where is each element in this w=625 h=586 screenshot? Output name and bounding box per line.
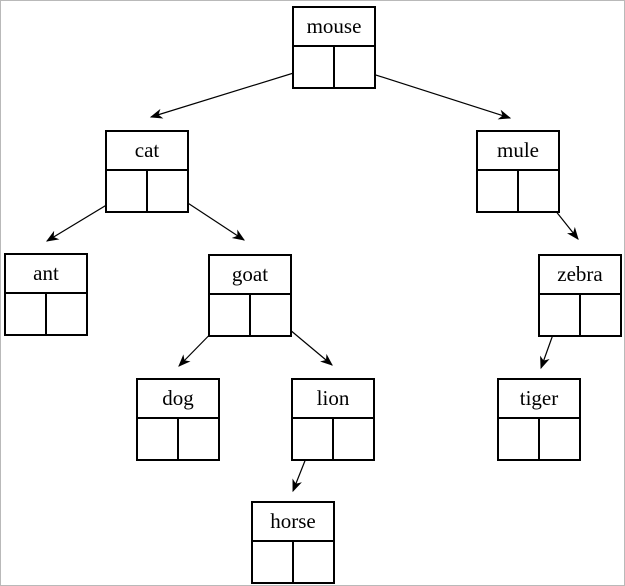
pointer-cells xyxy=(138,419,218,459)
pointer-cells xyxy=(540,295,620,335)
left-pointer-cell xyxy=(478,171,519,211)
pointer-cells xyxy=(294,47,374,87)
right-pointer-cell xyxy=(540,419,579,459)
tree-node-horse: horse xyxy=(251,501,335,584)
tree-node-zebra: zebra xyxy=(538,254,622,337)
tree-node-mule: mule xyxy=(476,130,560,213)
node-label: lion xyxy=(293,380,373,419)
tree-node-tiger: tiger xyxy=(497,378,581,461)
tree-node-ant: ant xyxy=(4,253,88,336)
pointer-cells xyxy=(253,542,333,582)
right-pointer-cell xyxy=(581,295,620,335)
right-pointer-cell xyxy=(294,542,333,582)
left-pointer-cell xyxy=(253,542,294,582)
node-label: mule xyxy=(478,132,558,171)
node-label: tiger xyxy=(499,380,579,419)
tree-node-mouse: mouse xyxy=(292,6,376,89)
right-pointer-cell xyxy=(148,171,187,211)
left-pointer-cell xyxy=(6,294,47,334)
right-pointer-cell xyxy=(334,419,373,459)
tree-node-lion: lion xyxy=(291,378,375,461)
node-label: horse xyxy=(253,503,333,542)
tree-node-cat: cat xyxy=(105,130,189,213)
right-pointer-cell xyxy=(519,171,558,211)
pointer-cells xyxy=(210,295,290,335)
pointer-cells xyxy=(6,294,86,334)
pointer-cells xyxy=(293,419,373,459)
node-label: ant xyxy=(6,255,86,294)
left-pointer-cell xyxy=(293,419,334,459)
node-label: zebra xyxy=(540,256,620,295)
right-pointer-cell xyxy=(251,295,290,335)
edge-arrow-mouse-mule xyxy=(353,67,512,120)
left-pointer-cell xyxy=(294,47,335,87)
edge-arrow-mouse-cat xyxy=(149,66,314,119)
right-pointer-cell xyxy=(179,419,218,459)
pointer-cells xyxy=(478,171,558,211)
pointer-cells xyxy=(107,171,187,211)
left-pointer-cell xyxy=(540,295,581,335)
node-label: dog xyxy=(138,380,218,419)
left-pointer-cell xyxy=(210,295,251,335)
node-label: mouse xyxy=(294,8,374,47)
left-pointer-cell xyxy=(499,419,540,459)
right-pointer-cell xyxy=(335,47,374,87)
left-pointer-cell xyxy=(107,171,148,211)
right-pointer-cell xyxy=(47,294,86,334)
tree-node-goat: goat xyxy=(208,254,292,337)
node-label: goat xyxy=(210,256,290,295)
left-pointer-cell xyxy=(138,419,179,459)
tree-node-dog: dog xyxy=(136,378,220,461)
pointer-cells xyxy=(499,419,579,459)
node-label: cat xyxy=(107,132,187,171)
